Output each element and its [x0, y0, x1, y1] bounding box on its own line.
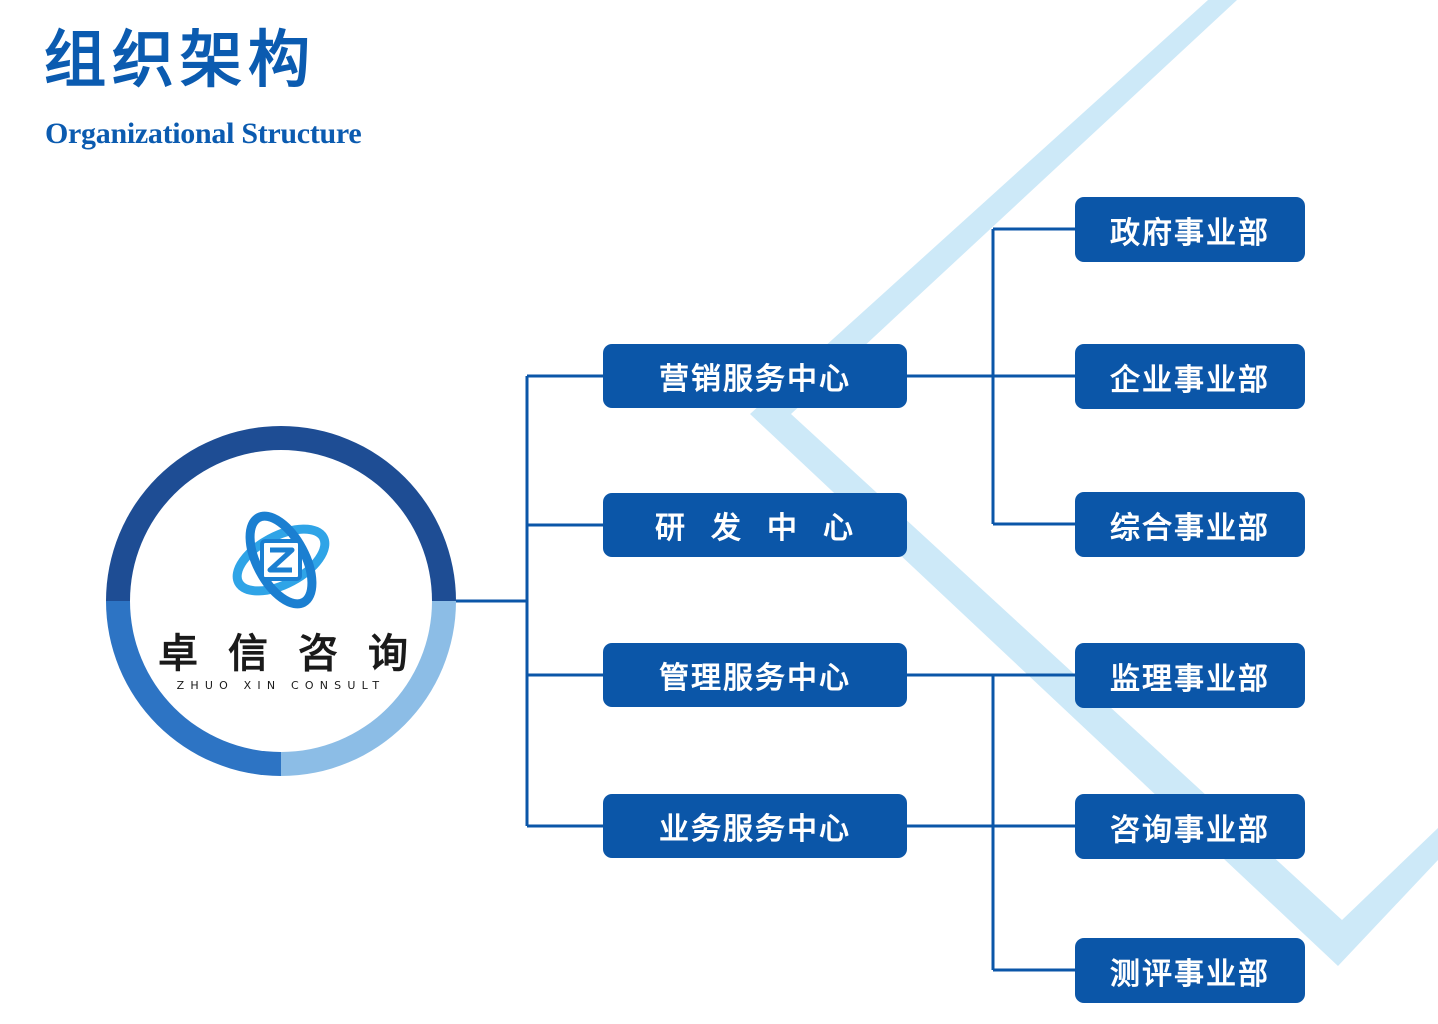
node-supervision-dept: 监理事业部 [1075, 643, 1305, 708]
logo-tagline: ZHUO XIN CONSULT [176, 679, 386, 692]
zx-swirl-icon [232, 511, 330, 609]
node-comprehensive-dept: 综合事业部 [1075, 492, 1305, 557]
logo-name: 卓 信 咨 询 [158, 634, 408, 674]
logo-char-4: 询 [368, 631, 408, 677]
page-subtitle: Organizational Structure [45, 117, 362, 150]
company-logo-ring [106, 426, 456, 776]
node-enterprise-dept: 企业事业部 [1075, 344, 1305, 409]
node-consulting-dept: 咨询事业部 [1075, 794, 1305, 859]
logo-char-2: 信 [228, 631, 268, 677]
node-government-dept: 政府事业部 [1075, 197, 1305, 262]
logo-char-3: 咨 [298, 631, 338, 677]
node-testing-dept: 测评事业部 [1075, 938, 1305, 1003]
page-title: 组织架构 [44, 23, 317, 96]
node-marketing-center: 营销服务中心 [603, 344, 907, 408]
logo-char-1: 卓 [158, 631, 198, 677]
node-business-center: 业务服务中心 [603, 794, 907, 858]
node-rd-center: 研发中心 [603, 493, 907, 557]
node-management-center: 管理服务中心 [603, 643, 907, 707]
